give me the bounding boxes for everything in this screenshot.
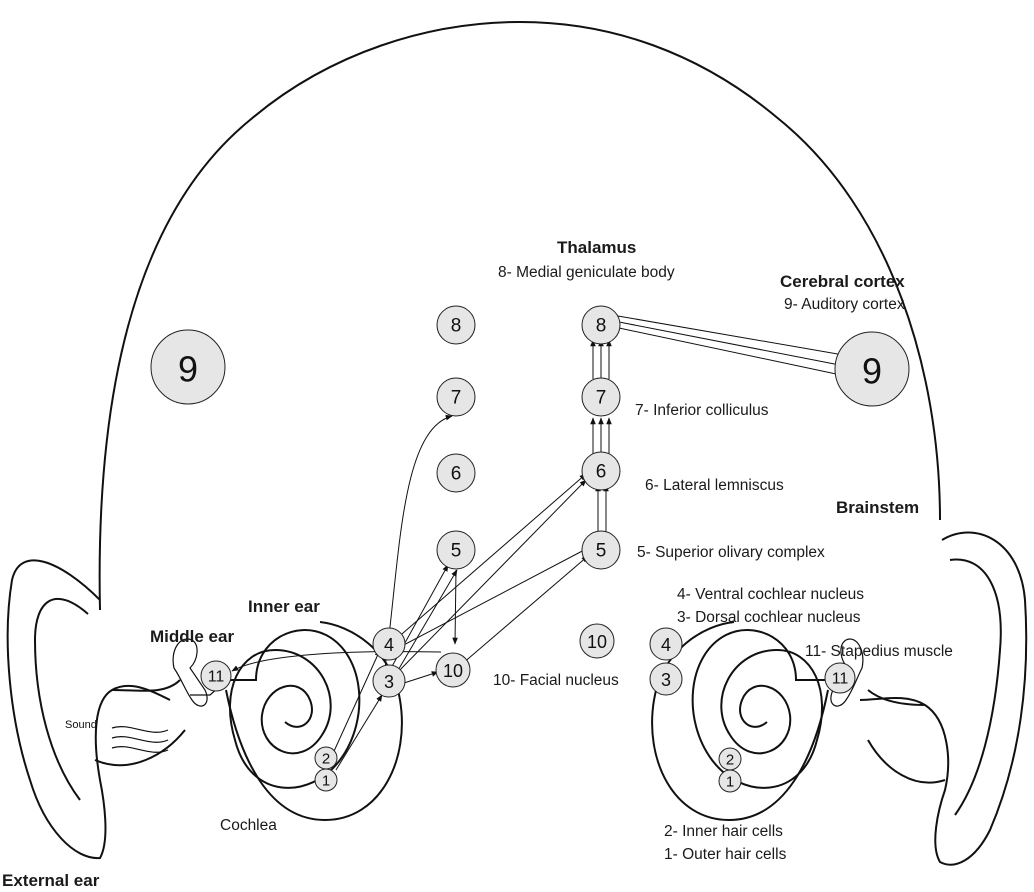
svg-text:8: 8	[596, 316, 607, 337]
right-node-6: 6	[582, 452, 620, 490]
svg-text:4: 4	[661, 635, 671, 655]
right-node-7: 7	[582, 378, 620, 416]
svg-text:3: 3	[661, 670, 671, 690]
pathway-lines	[232, 316, 855, 770]
label-inferior-colliculus: 7- Inferior colliculus	[635, 402, 769, 419]
left-node-3: 3	[373, 665, 405, 697]
right-node-8: 8	[582, 306, 620, 344]
right-node-3: 3	[650, 663, 682, 695]
left-node-10: 10	[436, 653, 470, 687]
header-cerebral-cortex: Cerebral cortex	[780, 272, 905, 291]
svg-text:6: 6	[596, 462, 607, 483]
label-facial-nucleus: 10- Facial nucleus	[493, 672, 619, 689]
left-node-8: 8	[437, 306, 475, 344]
left-node-6: 6	[437, 454, 475, 492]
svg-text:2: 2	[322, 751, 330, 768]
left-node-5: 5	[437, 531, 475, 569]
left-ear-pinna	[8, 560, 170, 858]
svg-text:10: 10	[443, 661, 463, 681]
svg-text:3: 3	[384, 672, 394, 692]
header-external-ear: External ear	[2, 871, 100, 890]
label-ventral-cochlear-nucleus: 4- Ventral cochlear nucleus	[677, 586, 864, 603]
header-thalamus: Thalamus	[557, 238, 636, 257]
svg-text:9: 9	[178, 349, 198, 390]
left-node-2: 2	[315, 747, 337, 769]
left-node-11: 11	[201, 661, 231, 691]
right-node-11: 11	[825, 663, 855, 693]
svg-text:6: 6	[451, 464, 462, 485]
svg-text:7: 7	[596, 388, 607, 409]
svg-text:8: 8	[451, 316, 462, 337]
sound-waves	[112, 727, 168, 753]
right-node-1: 1	[719, 770, 741, 792]
svg-text:5: 5	[451, 541, 462, 562]
right-node-5: 5	[582, 531, 620, 569]
right-node-4: 4	[650, 628, 682, 660]
svg-text:7: 7	[451, 388, 462, 409]
left-ear-inner-fold	[35, 599, 88, 800]
label-medial-geniculate-body: 8- Medial geniculate body	[498, 264, 675, 281]
label-lateral-lemniscus: 6- Lateral lemniscus	[645, 477, 784, 494]
label-inner-hair-cells: 2- Inner hair cells	[664, 823, 783, 840]
label-superior-olivary-complex: 5- Superior olivary complex	[637, 544, 825, 561]
right-node-10: 10	[580, 624, 614, 658]
head-outline	[100, 22, 940, 610]
svg-text:1: 1	[726, 774, 734, 791]
header-inner-ear: Inner ear	[248, 597, 320, 616]
svg-text:9: 9	[862, 351, 882, 392]
label-cochlea: Cochlea	[220, 817, 277, 834]
label-outer-hair-cells: 1- Outer hair cells	[664, 846, 787, 863]
svg-text:11: 11	[208, 669, 225, 686]
label-sound: Sound	[65, 719, 97, 731]
header-brainstem: Brainstem	[836, 498, 919, 517]
svg-text:10: 10	[587, 632, 607, 652]
svg-text:11: 11	[832, 671, 849, 688]
svg-text:4: 4	[384, 635, 394, 655]
svg-text:2: 2	[726, 752, 734, 769]
left-node-1: 1	[315, 769, 337, 791]
left-node-9: 9	[151, 330, 225, 404]
svg-text:5: 5	[596, 541, 607, 562]
svg-text:1: 1	[322, 773, 330, 790]
right-node-2: 2	[719, 748, 741, 770]
label-stapedius-muscle: 11- Stapedius muscle	[805, 643, 953, 660]
right-ear-inner-fold	[950, 560, 1001, 815]
label-auditory-cortex: 9- Auditory cortex	[784, 296, 905, 313]
right-node-9: 9	[835, 332, 909, 406]
right-ear-canal	[868, 690, 945, 783]
header-middle-ear: Middle ear	[150, 627, 234, 646]
left-node-7: 7	[437, 378, 475, 416]
left-node-4: 4	[373, 628, 405, 660]
label-dorsal-cochlear-nucleus: 3- Dorsal cochlear nucleus	[677, 609, 861, 626]
